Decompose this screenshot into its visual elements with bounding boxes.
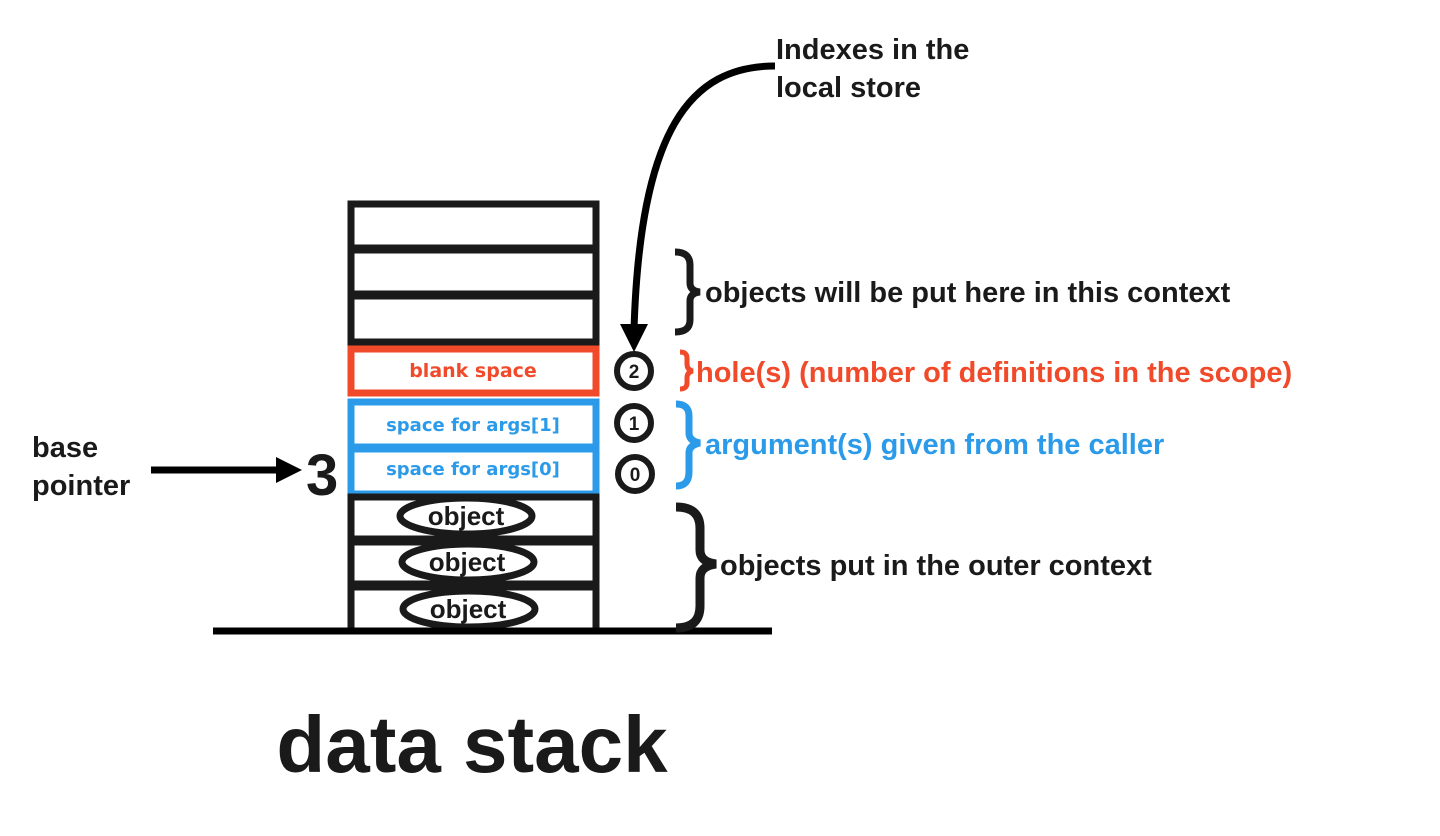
brace-holes: hole(s) (number of definitions in the sc…: [679, 349, 1292, 392]
brace-args-label: argument(s) given from the caller: [705, 429, 1164, 461]
object-label: object: [430, 594, 507, 624]
brace-future-label: objects will be put here in this context: [705, 277, 1231, 309]
object-ellipse: [396, 494, 536, 538]
empty-cell: [347, 246, 600, 298]
empty-cell: [347, 292, 600, 346]
diagram-title: data stack: [276, 700, 668, 789]
brace-outer: objects put in the outer context: [675, 502, 1152, 633]
index-label: 1: [629, 414, 640, 435]
brace-future: objects will be put here in this context: [674, 248, 1231, 336]
brace-args: argument(s) given from the caller: [675, 400, 1164, 490]
empty-cells: [347, 200, 600, 346]
object-cells: object object object: [347, 493, 600, 635]
index-circle: [614, 351, 654, 391]
index-label: 2: [629, 362, 640, 383]
args-0-label: space for args[0]: [386, 459, 560, 480]
brace-outer-icon: [675, 502, 717, 633]
brace-holes-label: hole(s) (number of definitions in the sc…: [696, 357, 1292, 389]
brace-args-icon: [675, 400, 701, 490]
brace-outer-label: objects put in the outer context: [720, 550, 1152, 582]
base-pointer-arrow-head-icon: [276, 457, 302, 483]
brace-future-icon: [674, 248, 701, 336]
index-circle: [614, 403, 654, 443]
base-pointer-value: 3: [306, 443, 338, 508]
index-arrow-head-icon: [620, 324, 648, 352]
base-pointer-label-line1: base: [32, 432, 98, 464]
index-circle: [615, 454, 655, 494]
args-1-label: space for args[1]: [386, 415, 560, 436]
object-label: object: [428, 501, 505, 531]
base-pointer-label-line2: pointer: [32, 470, 130, 502]
blank-space-label: blank space: [409, 360, 537, 382]
index-annotation-line2: local store: [776, 72, 921, 104]
blank-space-cell: [347, 345, 600, 397]
object-ellipse: [398, 540, 538, 584]
index-annotation-line1: Indexes in the: [776, 34, 969, 66]
index-markers: 2 1 0: [614, 351, 655, 494]
object-ellipse: [399, 587, 539, 631]
index-arrow-curve: [630, 62, 776, 331]
object-label: object: [429, 547, 506, 577]
brace-holes-icon: [679, 349, 694, 392]
empty-cell: [347, 200, 600, 252]
index-label: 0: [630, 465, 641, 486]
